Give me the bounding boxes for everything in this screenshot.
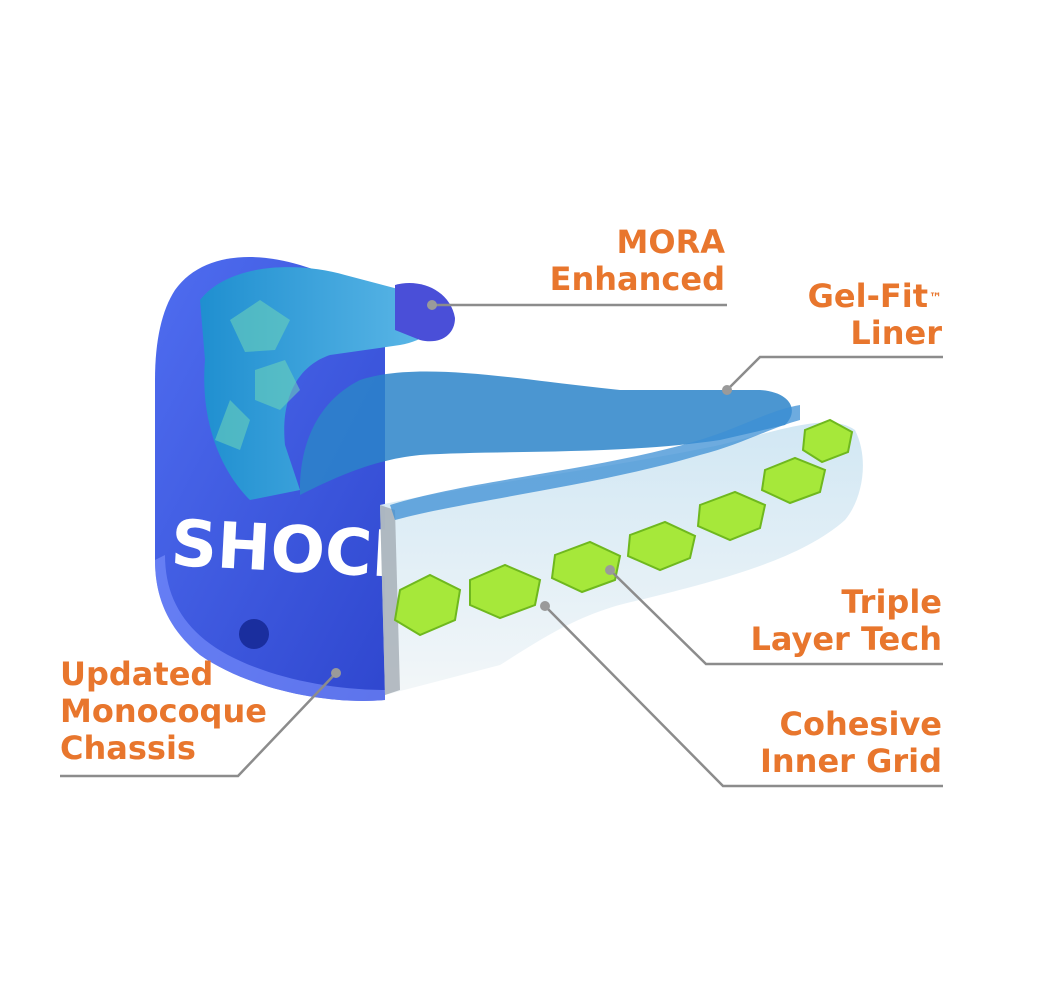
callout-updated-monocoque-chassis: Updated Monocoque Chassis — [60, 656, 267, 767]
leader-dots — [331, 300, 732, 678]
leader-chassis — [60, 672, 337, 778]
leader-lines — [60, 303, 943, 788]
callout-cohesive-line2: Inner Grid — [759, 742, 942, 780]
callout-chassis-line2: Monocoque — [60, 692, 267, 730]
callout-triple-line1: Triple — [841, 583, 942, 621]
callout-mora-line2: Enhanced — [549, 260, 725, 298]
callout-chassis-line3: Chassis — [60, 729, 196, 767]
trademark-symbol: ™ — [929, 291, 942, 306]
mora-ridge — [395, 283, 455, 342]
gel-fit-liner — [200, 267, 792, 500]
callout-gelfit-line2: Liner — [850, 314, 942, 352]
breathing-hole — [239, 619, 269, 649]
callout-triple-line2: Layer Tech — [750, 620, 942, 658]
cohesive-inner-grid — [393, 418, 854, 637]
callout-chassis-line1: Updated — [60, 655, 214, 693]
callout-mora-enhanced: MORA Enhanced — [550, 224, 725, 298]
leader-gelfit — [726, 355, 943, 391]
leader-triple — [609, 569, 943, 666]
callout-cohesive-line1: Cohesive — [779, 705, 942, 743]
callout-gel-fit-liner: Gel-Fit™ Liner — [808, 278, 942, 352]
cut-away-section — [380, 405, 863, 695]
callout-triple-layer-tech: Triple Layer Tech — [750, 584, 942, 658]
callout-gelfit-line1: Gel-Fit — [807, 277, 928, 315]
callout-cohesive-inner-grid: Cohesive Inner Grid — [760, 706, 942, 780]
callout-mora-line1: MORA — [616, 223, 725, 261]
leader-cohesive — [544, 605, 943, 788]
